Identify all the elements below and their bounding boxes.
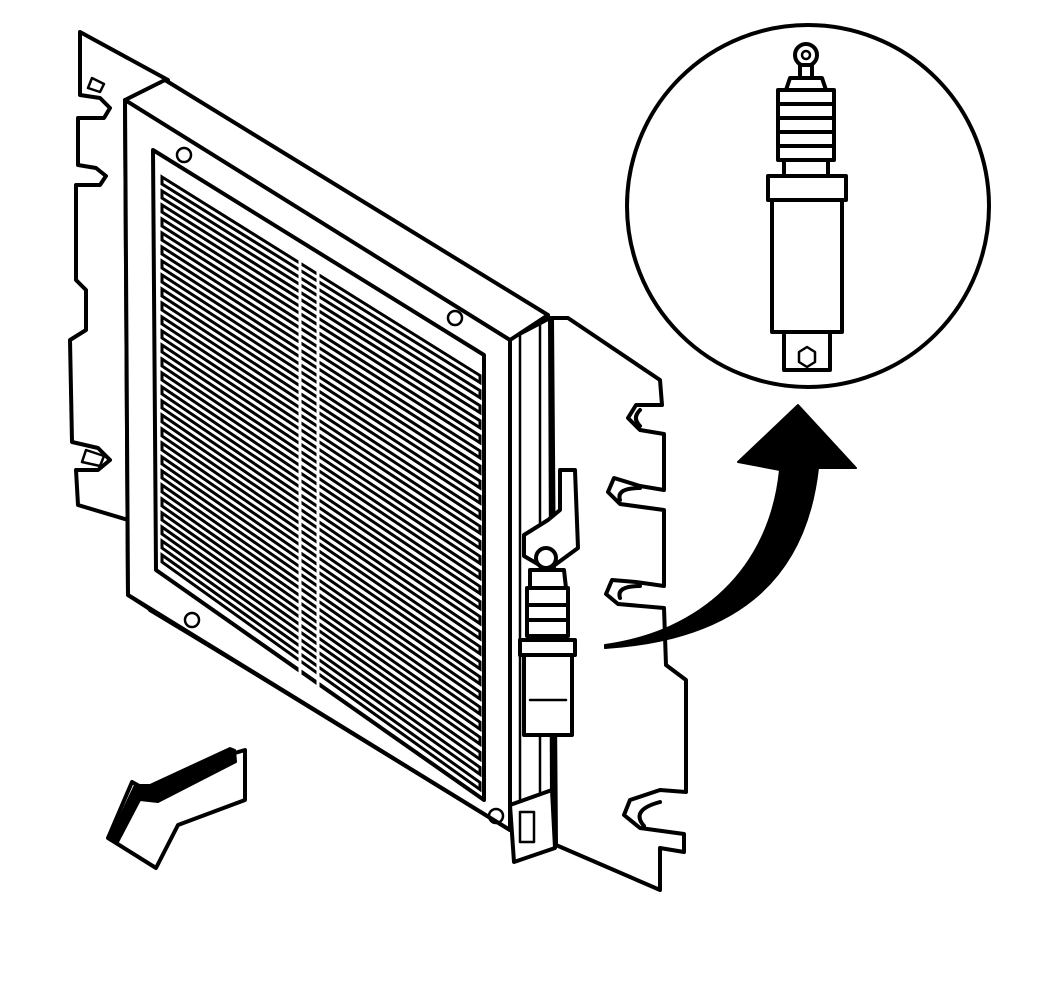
condenser-fin (160, 202, 482, 416)
callout-arrow (604, 404, 857, 649)
condenser-fin (160, 398, 482, 627)
condenser-fin (160, 454, 482, 687)
condenser-fin (160, 300, 482, 521)
condenser-fin (160, 538, 482, 778)
condenser-fin (160, 328, 482, 552)
condenser-fin (160, 384, 482, 612)
condenser-fin (160, 524, 482, 763)
condenser-fin (160, 440, 482, 672)
detail-callout-circle (625, 23, 991, 389)
condenser-fin (160, 230, 482, 446)
condenser-fin (160, 552, 482, 793)
condenser-fin (160, 412, 482, 642)
condenser-fin (160, 286, 482, 506)
mounting-hole-bottom-left (183, 611, 201, 629)
condenser-fin (160, 510, 482, 748)
mounting-hole-top-right (446, 309, 464, 327)
condenser-fins (160, 174, 482, 793)
condenser-fin (160, 188, 482, 401)
condenser-fin (160, 216, 482, 431)
mounting-hole-top-left (175, 146, 193, 164)
pressure-switch-detail (766, 42, 848, 372)
condenser-fin (160, 174, 482, 386)
condenser-fin (160, 356, 482, 582)
condenser-fin (160, 496, 482, 733)
condenser-fin (160, 370, 482, 597)
condenser-fin (160, 342, 482, 567)
condenser-fin (160, 314, 482, 537)
condenser-fin (160, 468, 482, 702)
condenser-fin (160, 258, 482, 476)
condenser-fin (160, 272, 482, 491)
condenser-fin (160, 426, 482, 657)
removal-direction-arrow (106, 747, 247, 870)
right-mounting-bracket (550, 316, 688, 892)
condenser-fin (160, 244, 482, 461)
mounting-hole-bottom-right (487, 807, 505, 825)
pressure-switch-on-condenser (518, 468, 580, 737)
condenser-fin (160, 482, 482, 717)
